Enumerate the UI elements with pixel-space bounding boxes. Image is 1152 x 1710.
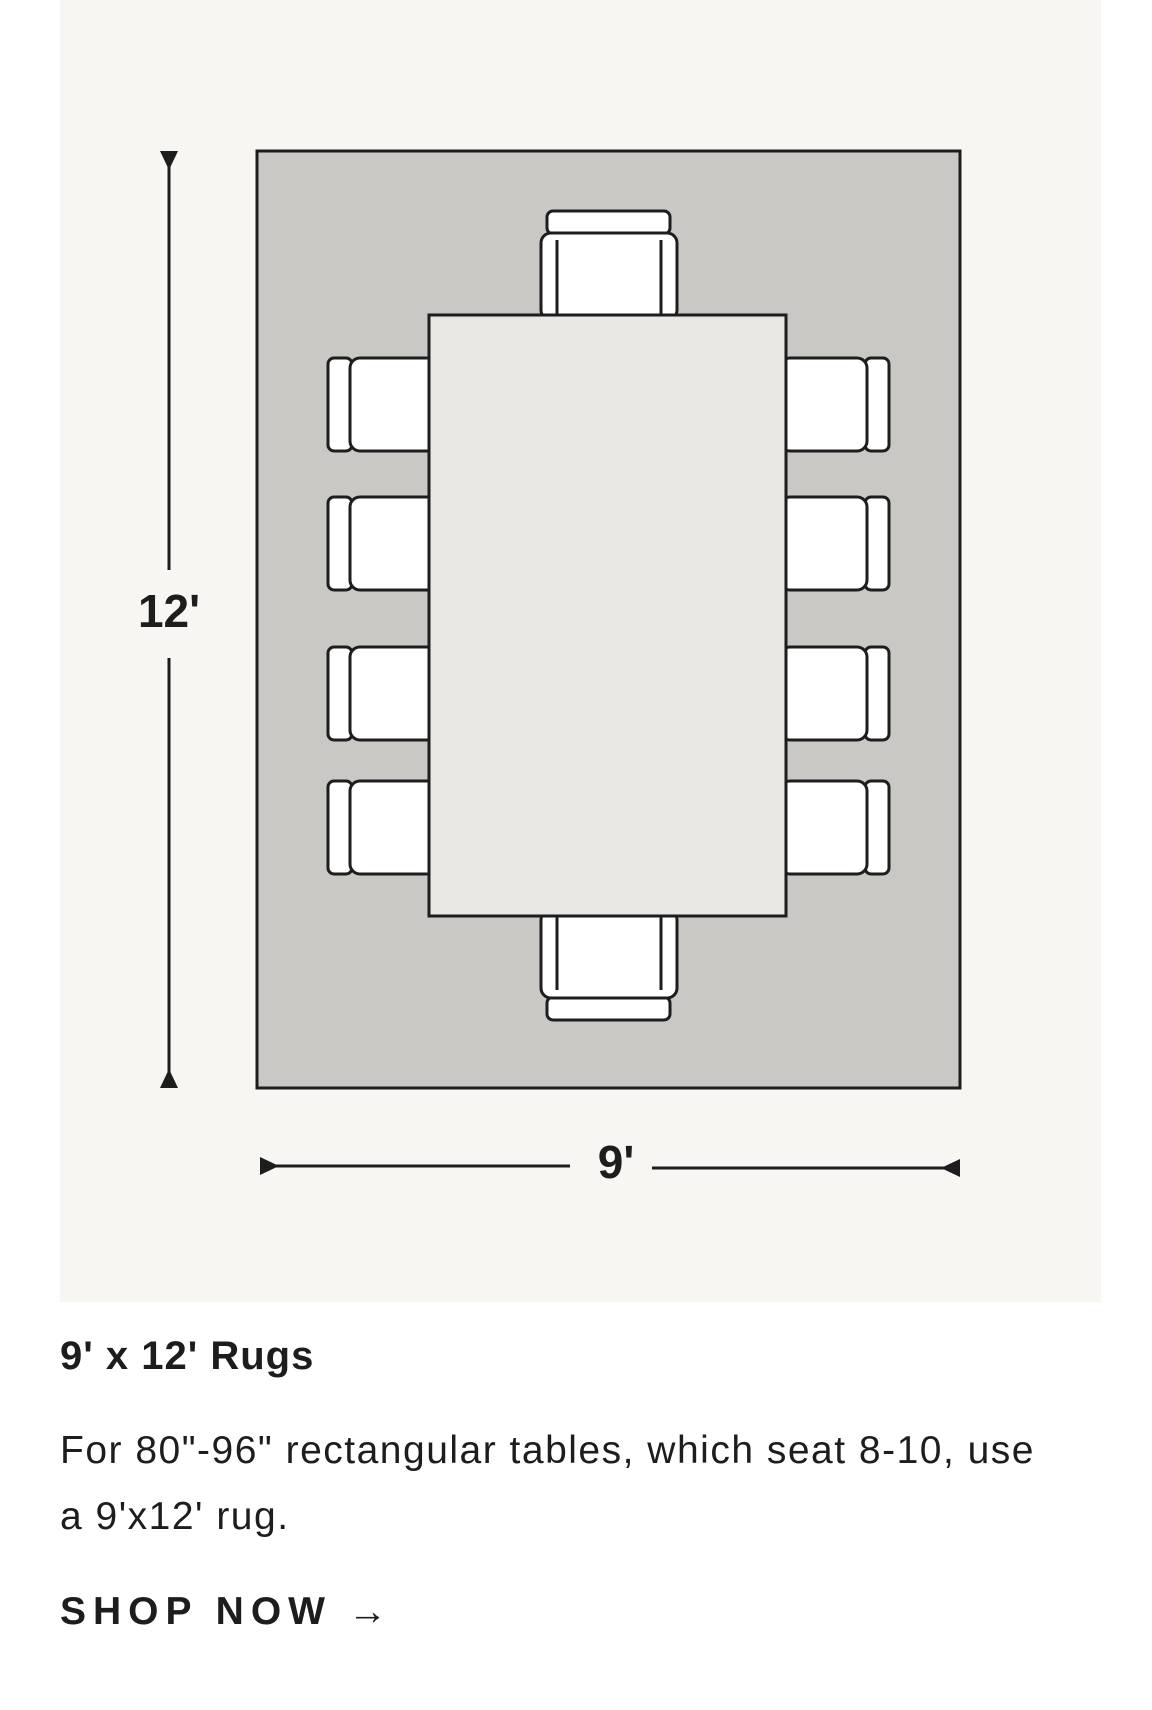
arrow-right-icon: → <box>347 1590 387 1633</box>
chair-bottom <box>539 908 679 1022</box>
chair-top <box>539 209 679 322</box>
rug-size-title: 9' x 12' Rugs <box>60 1334 315 1378</box>
height-dimension-line <box>160 151 178 1088</box>
shop-now-link[interactable]: SHOP NOW → <box>60 1590 387 1634</box>
rug-size-description: For 80"-96" rectangular tables, which se… <box>60 1429 1035 1538</box>
table <box>427 313 788 918</box>
shop-now-label: SHOP NOW <box>60 1590 332 1633</box>
chairs-right <box>778 356 891 876</box>
height-label: 12' <box>138 585 200 637</box>
width-dimension-line <box>260 1157 960 1177</box>
rug-size-diagram: 12' 9' <box>60 0 1101 1302</box>
width-label: 9' <box>598 1136 635 1188</box>
